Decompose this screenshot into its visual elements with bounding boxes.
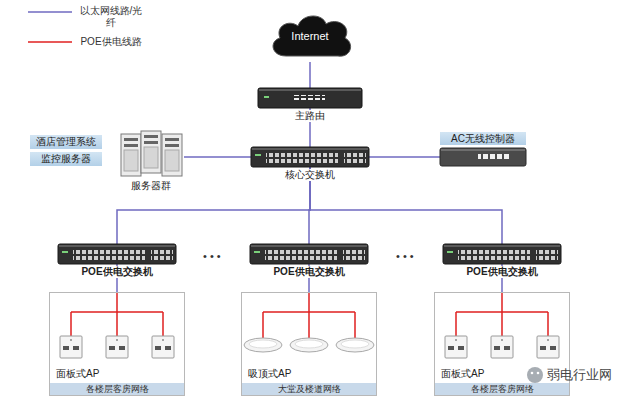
- ac-controller: AC无线控制器: [440, 148, 526, 166]
- poe-switch-icon: [443, 244, 561, 264]
- device-label: POE供电交换机: [271, 266, 346, 278]
- ac-ports: [478, 154, 511, 159]
- panel-ap: [60, 336, 82, 358]
- server-tower: [141, 131, 161, 173]
- area-band-label: 各楼层客房网络: [50, 383, 184, 395]
- network-area: 吸顶式AP 大堂及楼道网络: [241, 292, 377, 396]
- legend-ethernet-line: [28, 11, 72, 13]
- tag-label: 监控服务器: [30, 152, 102, 166]
- router-body: [258, 88, 362, 108]
- ethernet-link: [184, 156, 251, 158]
- device-label: POE供电交换机: [79, 266, 154, 278]
- server-tower: [121, 134, 141, 176]
- tag-label: 酒店管理系统: [30, 135, 102, 149]
- poe-wiring: [456, 292, 548, 336]
- legend-text: POE供电线路: [80, 36, 141, 47]
- ceiling-ap: [336, 338, 374, 352]
- server-group: 服务器群: [118, 130, 184, 178]
- device-label: 主路由: [293, 110, 327, 122]
- area-band-label: 大堂及楼道网络: [242, 383, 376, 395]
- panel-ap: [445, 336, 467, 358]
- area-band-label: 各楼层客房网络: [435, 383, 569, 395]
- network-area: 面板式AP 各楼层客房网络: [49, 292, 185, 396]
- watermark-icon: [527, 367, 543, 383]
- panel-ap: [106, 336, 128, 358]
- watermark-eye: [531, 372, 534, 375]
- panel-ap: [152, 336, 174, 358]
- ceiling-ap: [244, 338, 282, 352]
- poe-switch-icon: [250, 244, 368, 264]
- ap-type-label: 面板式AP: [56, 368, 99, 380]
- node-label: Internet: [266, 10, 354, 62]
- device-label: 服务器群: [129, 180, 173, 192]
- poe-wiring: [263, 292, 355, 338]
- ac-body: [440, 148, 526, 166]
- ceiling-ap: [290, 338, 328, 352]
- legend-poe-line: [28, 41, 72, 43]
- poe-switch: POE供电交换机: [58, 244, 176, 264]
- router-led: [264, 96, 269, 98]
- ellipsis-mark: • • •: [203, 250, 221, 263]
- system-tag: 酒店管理系统: [30, 135, 102, 149]
- device-tag-label: AC无线控制器: [440, 132, 526, 145]
- ac-controller-icon: [440, 148, 526, 166]
- core-switch-icon: [251, 147, 369, 167]
- poe-wiring: [71, 292, 163, 336]
- watermark-bubble: [527, 367, 543, 383]
- router-bevel: [259, 89, 361, 91]
- ethernet-link: [309, 62, 311, 88]
- router-ports: [292, 95, 325, 100]
- legend-entry: 以太网线路/光纤: [76, 5, 146, 29]
- core-switch: 核心交换机: [251, 147, 369, 167]
- legend-text: 以太网线路/光纤: [80, 5, 143, 28]
- router-icon: [258, 88, 362, 108]
- ap-type-label: 吸顶式AP: [248, 368, 291, 380]
- ac-bevel: [441, 149, 525, 151]
- legend-entry: POE供电线路: [76, 36, 146, 48]
- watermark-eye: [537, 372, 540, 375]
- ethernet-link: [117, 167, 310, 244]
- ellipsis-mark: • • •: [396, 250, 414, 263]
- internet-cloud: Internet: [266, 10, 354, 62]
- ethernet-link: [369, 156, 440, 158]
- device-label: 核心交换机: [283, 169, 337, 181]
- poe-switch: POE供电交换机: [443, 244, 561, 264]
- panel-ap: [537, 336, 559, 358]
- poe-switch-icon: [58, 244, 176, 264]
- ethernet-link: [310, 167, 502, 244]
- poe-switch: POE供电交换机: [250, 244, 368, 264]
- system-tag: 监控服务器: [30, 152, 102, 166]
- main-router: 主路由: [258, 88, 362, 108]
- server-tower: [162, 134, 182, 176]
- watermark: 弱电行业网: [547, 367, 612, 383]
- ap-type-label: 面板式AP: [441, 368, 484, 380]
- device-label: POE供电交换机: [464, 266, 539, 278]
- panel-ap: [491, 336, 513, 358]
